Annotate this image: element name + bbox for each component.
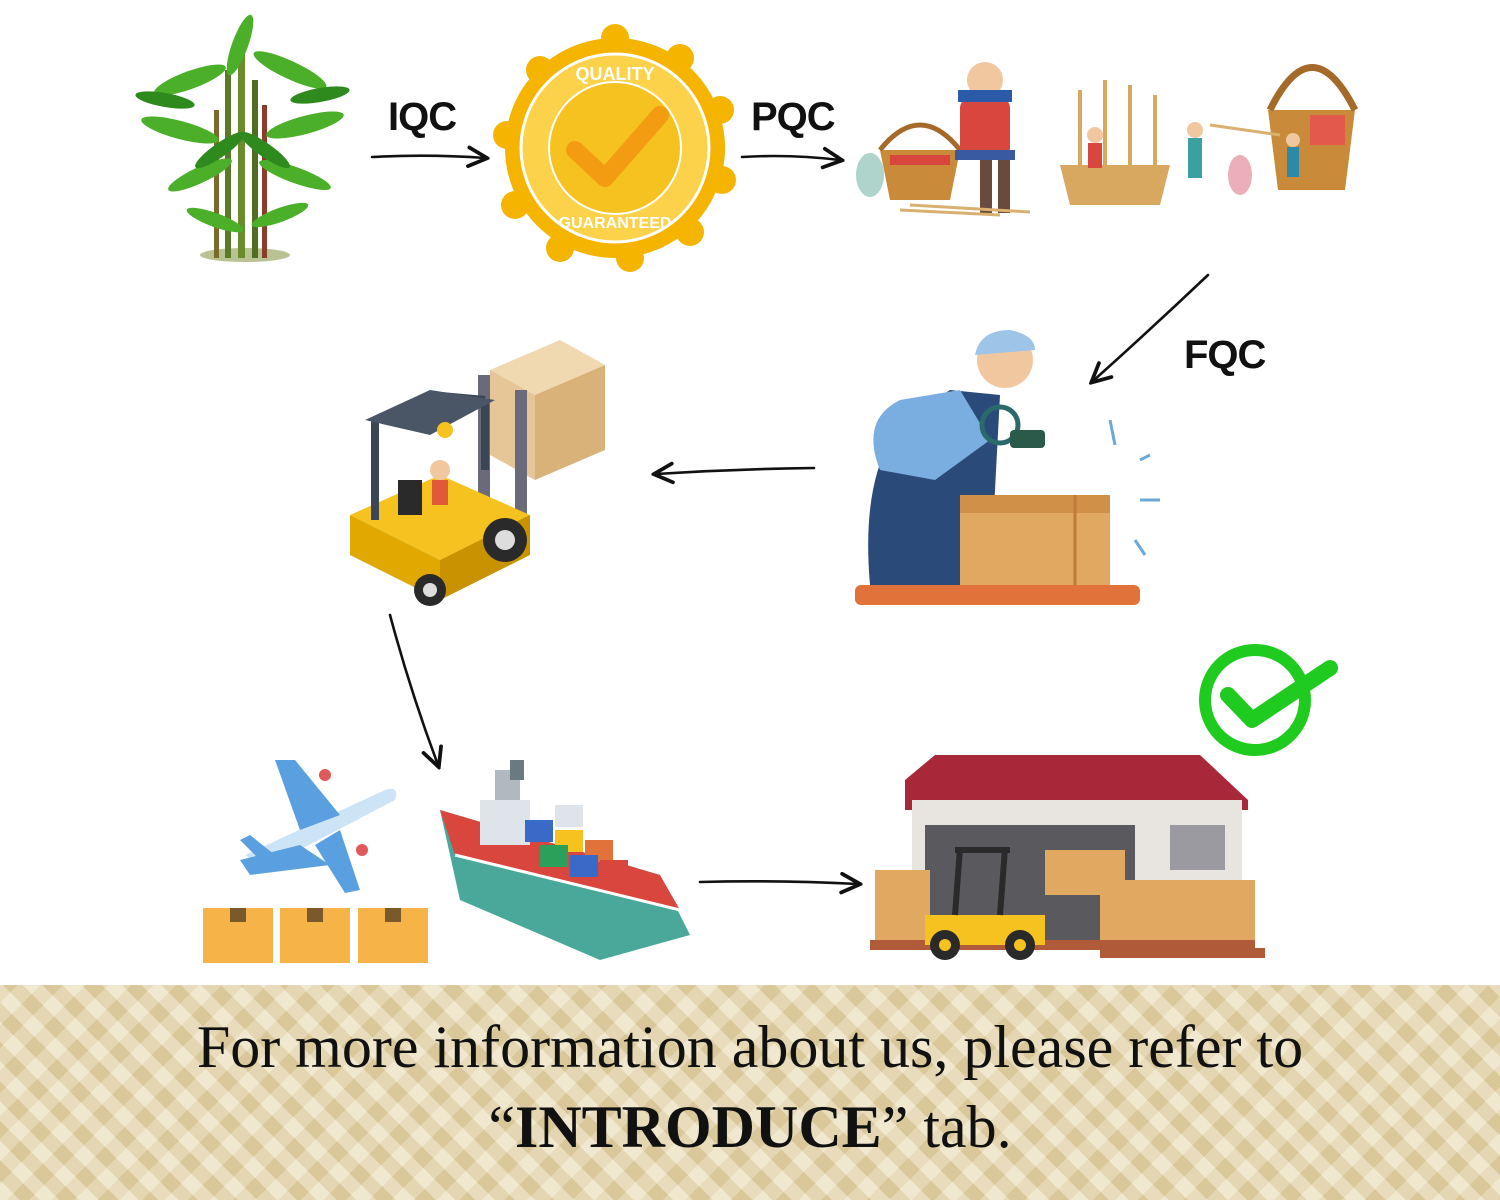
cargo-boxes-icon <box>203 908 428 963</box>
introduce-tab-reference: INTRODUCE <box>515 1094 882 1160</box>
green-check-icon <box>1205 650 1330 750</box>
weavers-icon <box>856 62 1355 215</box>
footer-open-quote: “ <box>488 1094 515 1160</box>
process-flow-diagram: QUALITY GUARANTEED <box>0 0 1500 985</box>
cargo-ship-icon <box>440 760 690 960</box>
footer-banner: For more information about us, please re… <box>0 985 1500 1200</box>
badge-bottom-text: GUARANTEED <box>559 215 672 232</box>
arrow-to-shipping <box>390 615 438 765</box>
arrow-iqc <box>372 156 485 158</box>
warehouse-icon <box>870 755 1265 960</box>
badge-top-text: QUALITY <box>576 64 655 84</box>
label-pqc: PQC <box>751 95 835 140</box>
quality-badge-icon <box>493 24 736 272</box>
inspector-icon <box>855 330 1160 605</box>
arrow-to-forklift <box>656 468 814 474</box>
label-iqc: IQC <box>388 95 456 140</box>
flow-canvas: QUALITY GUARANTEED <box>0 0 1500 985</box>
arrow-pqc <box>742 156 840 160</box>
label-fqc: FQC <box>1184 333 1265 378</box>
forklift-icon <box>350 340 605 606</box>
arrow-to-warehouse <box>700 881 858 884</box>
bamboo-icon <box>134 12 351 262</box>
footer-line-2-end: ” tab. <box>882 1094 1012 1160</box>
airplane-icon <box>240 760 396 893</box>
footer-line-1: For more information about us, please re… <box>197 1014 1303 1080</box>
footer-message: For more information about us, please re… <box>0 1007 1500 1167</box>
